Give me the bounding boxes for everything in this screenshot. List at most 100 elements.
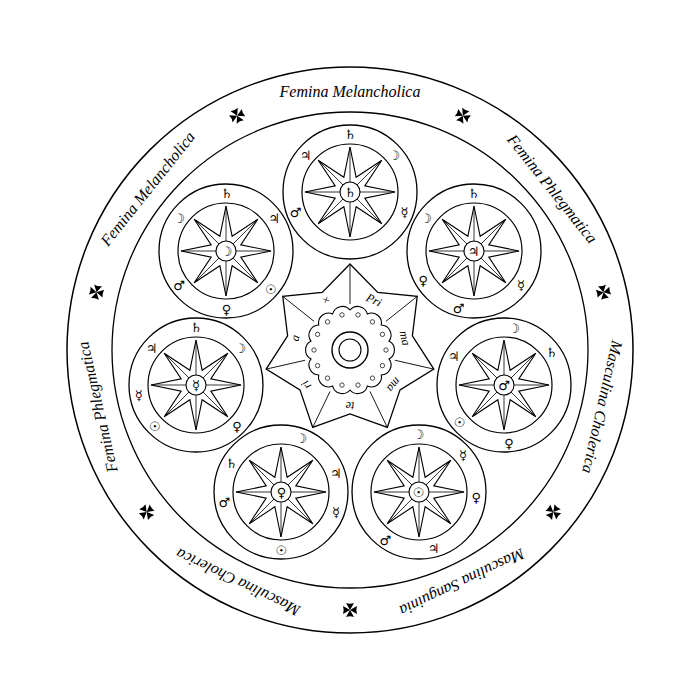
cloud-curl xyxy=(356,313,360,317)
star-ray xyxy=(313,391,330,427)
cross-pattee xyxy=(228,106,247,125)
eight-point-star xyxy=(151,340,241,430)
planet-symbol: ☉ xyxy=(149,420,161,433)
cloud-curl xyxy=(356,383,360,387)
center-circle xyxy=(332,332,368,368)
medallion-inner-circle xyxy=(178,203,274,299)
cloud-border xyxy=(306,306,395,393)
medallion-outer-circle xyxy=(352,425,486,559)
star-hub xyxy=(409,482,429,502)
seven-point-star xyxy=(266,264,434,427)
letter-segment: te xyxy=(346,400,355,412)
eight-point-star xyxy=(429,206,519,296)
planet-symbol: ♀ xyxy=(504,436,514,449)
star-ray xyxy=(386,296,417,321)
star-ray xyxy=(266,360,305,369)
outer-circle xyxy=(67,67,633,633)
planet-medallion: ♄☽♀☉☿♃☿ xyxy=(128,317,264,453)
star-hub xyxy=(494,375,514,395)
cloud-curl xyxy=(312,348,316,352)
planet-medallion: ♄♃☉♀♂☽☽ xyxy=(158,183,294,319)
planet-symbol: ☿ xyxy=(517,278,525,291)
planet-symbol: ♄ xyxy=(546,345,558,358)
cross-pattee xyxy=(137,502,157,522)
planet-symbol: ♄ xyxy=(225,457,237,470)
planet-symbol: ☿ xyxy=(192,379,200,392)
planet-medallion: ♄☽☿♂♃♄ xyxy=(282,124,418,260)
planet-symbol: ♃ xyxy=(468,245,480,258)
planet-symbol: ☽ xyxy=(389,148,401,161)
planet-symbol: ☿ xyxy=(332,506,340,519)
medallion-inner-circle xyxy=(148,337,244,433)
planet-symbol: ☽ xyxy=(413,428,425,441)
cloud-curl xyxy=(325,320,329,324)
medallion-inner-circle xyxy=(456,337,552,433)
planet-symbol: ♃ xyxy=(428,542,440,555)
medallion-inner-circle xyxy=(371,444,467,540)
planet-symbol: ♃ xyxy=(448,350,460,363)
star-hub xyxy=(186,375,206,395)
planet-symbol: ♀ xyxy=(472,491,482,504)
planet-symbol: ♀ xyxy=(222,303,232,316)
planet-symbol: ☽ xyxy=(508,322,520,335)
star-ray xyxy=(283,296,314,321)
planet-symbol: ☽ xyxy=(295,431,307,444)
cloud-curl xyxy=(325,376,329,380)
planet-symbol: ♀ xyxy=(232,420,242,433)
planet-symbol: ♄ xyxy=(190,321,202,334)
planet-symbol: ☉ xyxy=(413,486,425,499)
planet-medallion: ☽♄♀☉♃♂ xyxy=(436,317,572,453)
cloud-curl xyxy=(315,332,319,336)
cloud-curl xyxy=(370,320,374,324)
planet-symbol: ♄ xyxy=(468,187,480,200)
humor-ring: ♄☽☿♂♃♄♄☿♂♀☽♃☽♄♀☉♃♂☽☿♀♃♂☉☽♃☿☉♂♄♀♄☽♀☉☿♃☿♄♃… xyxy=(66,66,634,634)
planet-symbol: ♀ xyxy=(419,274,429,287)
planet-symbol: ♃ xyxy=(300,148,312,161)
planet-symbol: ☿ xyxy=(401,205,409,218)
planet-medallion: ☽ ☿ ♀ ♃ ♂ ☉ xyxy=(351,424,487,560)
planet-symbol: ♃ xyxy=(330,466,342,479)
planet-symbol: ♂ xyxy=(173,278,185,291)
cross-arm xyxy=(598,284,607,293)
planet-symbol: ☽ xyxy=(235,341,247,354)
cross-arm xyxy=(550,504,561,514)
planet-medallion: ♄☿♂♀☽♃ xyxy=(406,183,542,319)
planet-symbol: ☽ xyxy=(221,245,233,258)
humor-label: Femina Melancholica xyxy=(280,84,421,100)
cross-arm xyxy=(229,112,239,122)
cross-arm xyxy=(350,606,357,614)
planet-symbol: ♄ xyxy=(344,186,356,199)
cross-arm xyxy=(234,114,244,124)
cloud-curl xyxy=(315,363,319,367)
medallion-outer-circle xyxy=(283,125,417,259)
planet-symbol: ♂ xyxy=(453,301,465,314)
cross-arm xyxy=(455,109,465,119)
medallion-inner-circle xyxy=(426,203,522,299)
humor-label: Femina Phlegmatica xyxy=(76,340,121,474)
medallion-inner-circle xyxy=(302,144,398,240)
cross-pattee xyxy=(88,284,105,301)
planet-symbol: ♂ xyxy=(218,496,230,509)
eight-point-star xyxy=(181,206,271,296)
star-hub xyxy=(271,482,291,502)
planet-symbol: ☿ xyxy=(459,449,467,462)
medallion-outer-circle xyxy=(129,318,263,452)
eight-point-star xyxy=(305,147,395,237)
planet-symbol: ♄ xyxy=(221,187,233,200)
letter-segment: ma xyxy=(397,329,412,346)
medallion-outer-circle xyxy=(407,184,541,318)
planet-symbol: ♃ xyxy=(268,212,280,225)
cross-pattee xyxy=(543,502,563,522)
planet-symbol: ♂ xyxy=(379,533,391,546)
cloud-curl xyxy=(380,332,384,336)
inner-circle xyxy=(112,112,588,588)
planet-symbol: ☽ xyxy=(173,212,185,225)
planet-symbol: ♀ xyxy=(277,486,287,499)
planet-symbol: ♄ xyxy=(344,128,356,141)
cross-arm xyxy=(91,291,100,300)
star-ray xyxy=(395,360,434,369)
planet-symbol: ☉ xyxy=(454,416,466,429)
cross-arm xyxy=(144,510,155,520)
eight-point-star xyxy=(236,447,326,537)
